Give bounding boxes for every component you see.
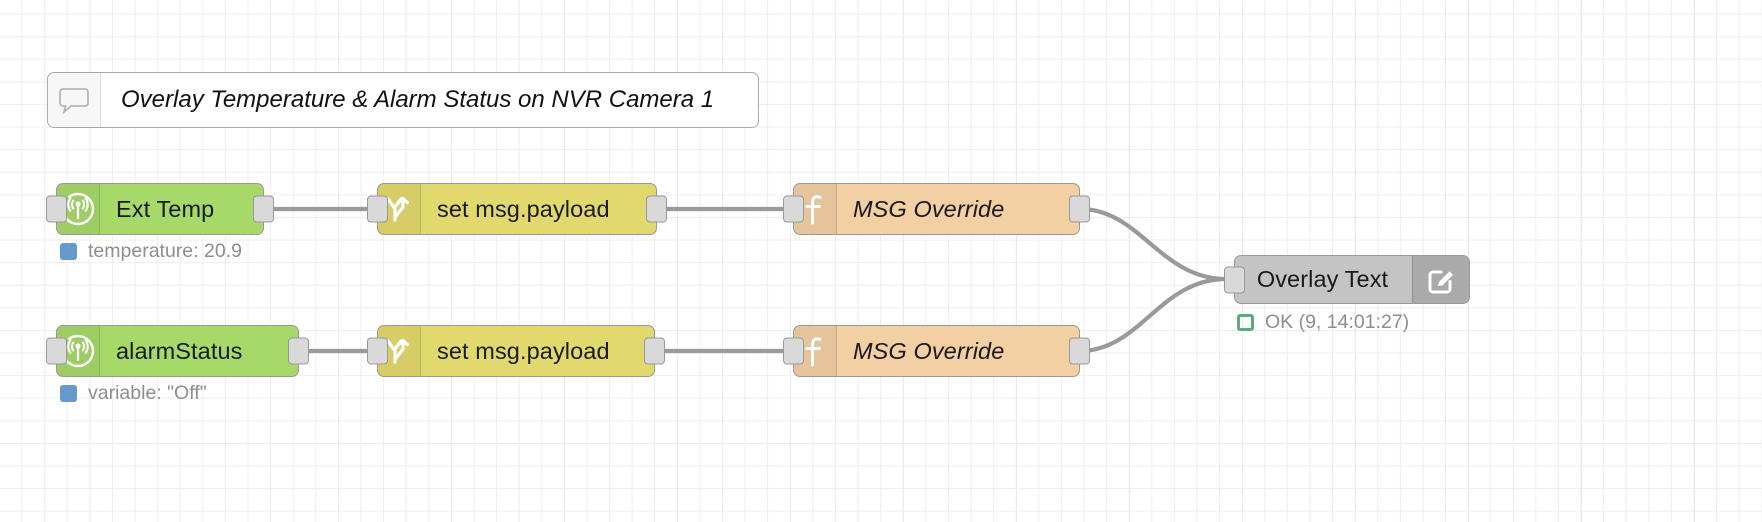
node-label: MSG Override xyxy=(853,195,1005,222)
status-dot xyxy=(60,385,77,402)
output-port[interactable] xyxy=(646,195,667,223)
comment-node[interactable]: Overlay Temperature & Alarm Status on NV… xyxy=(47,72,759,128)
input-port[interactable] xyxy=(367,337,388,365)
node-alarm-status[interactable]: alarmStatus xyxy=(46,325,309,377)
node-label: set msg.payload xyxy=(437,195,610,222)
status-dot xyxy=(1237,314,1254,331)
input-port[interactable] xyxy=(367,195,388,223)
wire-function-overlay-top xyxy=(1077,206,1229,282)
status-text: OK (9, 14:01:27) xyxy=(1265,311,1410,333)
output-port[interactable] xyxy=(253,195,274,223)
node-overlay-text[interactable]: Overlay Text xyxy=(1224,255,1470,304)
node-label: Overlay Text xyxy=(1256,266,1389,292)
status-overlay-text: OK (9, 14:01:27) xyxy=(1237,311,1409,334)
output-port[interactable] xyxy=(1069,195,1090,223)
node-change-top[interactable]: set msg.payload xyxy=(367,183,667,235)
status-text: temperature: 20.9 xyxy=(88,240,242,262)
status-text: variable: "Off" xyxy=(88,382,207,404)
node-ext-temp[interactable]: Ext Temp xyxy=(46,183,274,235)
edit-pencil-square-icon[interactable] xyxy=(1412,256,1469,303)
node-function-top[interactable]: MSG Override xyxy=(783,183,1090,235)
input-port[interactable] xyxy=(783,195,804,223)
node-change-bottom[interactable]: set msg.payload xyxy=(367,325,665,377)
status-dot xyxy=(60,243,77,260)
input-port[interactable] xyxy=(46,337,67,365)
comment-text: Overlay Temperature & Alarm Status on NV… xyxy=(121,86,715,113)
node-label: set msg.payload xyxy=(437,337,610,364)
node-label: Ext Temp xyxy=(116,195,215,222)
output-port[interactable] xyxy=(644,337,665,365)
wire-function-overlay-bottom xyxy=(1077,276,1229,354)
status-ext-temp: temperature: 20.9 xyxy=(60,240,242,263)
status-alarm-status: variable: "Off" xyxy=(60,382,207,405)
node-label: MSG Override xyxy=(853,337,1005,364)
node-function-bottom[interactable]: MSG Override xyxy=(783,325,1090,377)
input-port[interactable] xyxy=(783,337,804,365)
input-port[interactable] xyxy=(1224,266,1245,293)
output-port[interactable] xyxy=(1069,337,1090,365)
output-port[interactable] xyxy=(288,337,309,365)
input-port[interactable] xyxy=(46,195,67,223)
speech-bubble-icon xyxy=(48,73,101,127)
node-label: alarmStatus xyxy=(116,337,243,364)
